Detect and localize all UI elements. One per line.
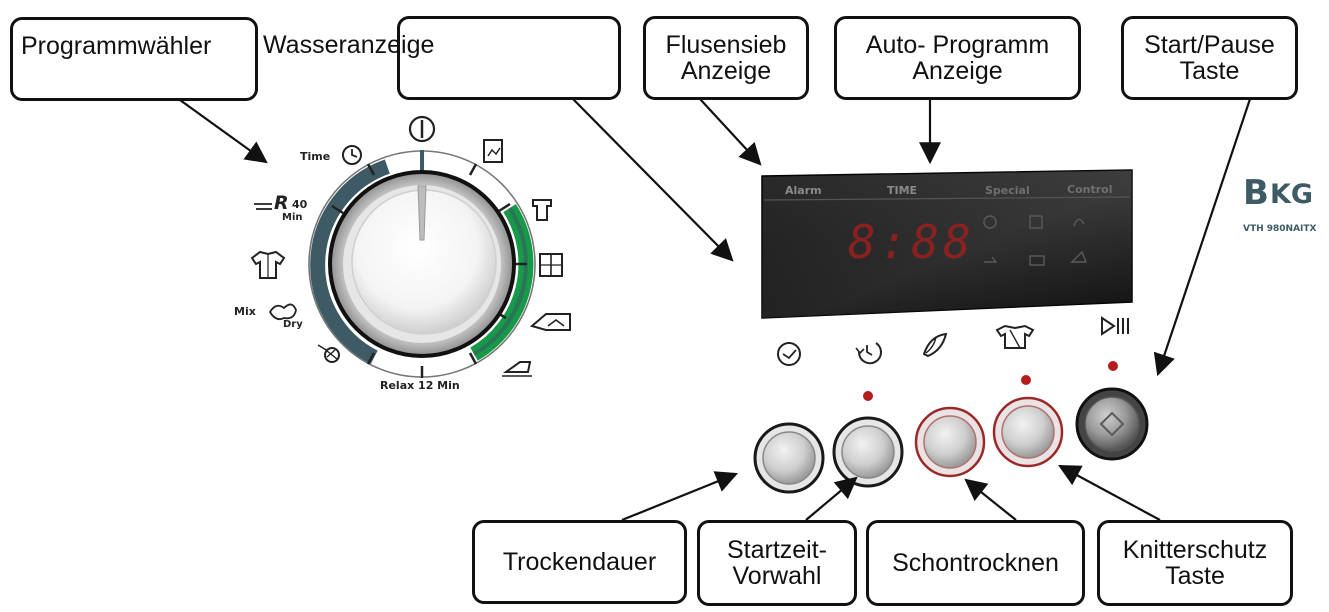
feather-icon <box>922 332 948 358</box>
buttons <box>753 387 1149 494</box>
display-alarm-label: Alarm <box>785 184 822 197</box>
callout-startzeit: Startzeit- Vorwahl <box>697 520 857 606</box>
arrow-programmwaehler <box>179 99 268 164</box>
callout-trockendauer: Trockendauer <box>472 520 687 604</box>
shirt-program-icon-left <box>250 250 286 279</box>
start-pause-button[interactable] <box>1075 387 1149 461</box>
knitterschutz-button[interactable] <box>992 396 1064 468</box>
callout-startzeit-line2: Vorwahl <box>732 562 822 590</box>
display-control-label: Control <box>1067 183 1112 196</box>
startzeit-button[interactable] <box>832 416 904 488</box>
sock-drawer-icon <box>483 139 503 163</box>
shirt-small-icon <box>1070 250 1088 263</box>
sun-icon <box>983 215 997 229</box>
brand-model: VTH 980NAITX <box>1243 224 1317 234</box>
dial-dark-arc <box>310 159 390 364</box>
callout-flusensieb: Flusensieb Anzeige <box>643 16 809 100</box>
callout-start-pause-line1: Start/Pause <box>1144 30 1275 59</box>
display-digits: 8:88 <box>848 215 975 269</box>
callout-schontrocknen: Schontrocknen <box>866 520 1085 606</box>
control-display: Alarm TIME Special Control 8:88 <box>761 169 1133 319</box>
knitterschutz-led <box>1021 375 1031 385</box>
dial-pointer <box>417 185 427 241</box>
hanger-icon <box>529 313 571 331</box>
dial-mix-label: Mix <box>234 305 256 318</box>
hand-icon <box>1073 218 1085 227</box>
flat-dry-icon <box>984 256 998 263</box>
mix-dry-icon <box>268 303 297 321</box>
arrow-startzeit <box>805 476 858 521</box>
start-pause-led <box>1108 361 1118 371</box>
callout-knitterschutz-line2: Taste <box>1165 562 1225 590</box>
arrow-knitterschutz <box>1058 464 1161 521</box>
iron-icon <box>502 361 532 377</box>
callout-programmwaehler-text: Programmwähler <box>21 32 212 60</box>
callout-flusensieb-line1: Flusensieb <box>665 30 787 59</box>
arrow-schontrocknen <box>964 478 1017 521</box>
callout-wasseranzeige-text: Wasseranzeige <box>263 31 435 59</box>
display-shine <box>762 170 1132 318</box>
display-status-icons <box>983 215 1088 266</box>
timer-delay-icon <box>855 342 882 365</box>
drawer-icon <box>1029 215 1043 229</box>
callout-start-pause-line2: Taste <box>1179 57 1240 85</box>
quick-r-icon <box>254 203 272 210</box>
play-pause-icon <box>1101 316 1129 336</box>
diamond-icon <box>1099 411 1125 437</box>
callout-startzeit-line1: Startzeit- <box>726 535 828 564</box>
cupboard-icon <box>539 253 563 277</box>
shirt-iron-icon <box>995 324 1035 349</box>
arrow-flusensieb <box>699 98 762 166</box>
dial-green-inner <box>472 207 528 356</box>
display-header-line <box>763 196 1131 201</box>
shirt-program-icon-right <box>532 199 552 221</box>
callout-auto-programm: Auto- Programm Anzeige <box>834 16 1081 100</box>
callout-start-pause: Start/Pause Taste <box>1121 16 1298 100</box>
brand-logo-mark: B <box>1243 173 1269 213</box>
program-dial: Time R 40 Min Mix Dry Relax 12 Min <box>234 115 571 392</box>
callout-schontrocknen-text: Schontrocknen <box>892 548 1059 577</box>
callout-programmwaehler: Programmwähler <box>10 17 258 101</box>
dial-r-unit: Min <box>282 212 303 223</box>
trockendauer-button[interactable] <box>753 422 825 494</box>
brand: B KG VTH 980NAITX <box>1243 173 1317 234</box>
dial-relax-label: Relax 12 Min <box>380 379 460 392</box>
filter-icon <box>1029 255 1045 266</box>
clock-program-icon <box>342 145 362 165</box>
arrow-trockendauer <box>621 471 739 522</box>
display-special-label: Special <box>985 184 1030 197</box>
power-icon <box>408 115 436 143</box>
button-icons <box>777 316 1129 366</box>
callout-arrows <box>179 98 1252 522</box>
callout-auto-programm-line2: Anzeige <box>912 57 1003 85</box>
brand-logo-text: KG <box>1270 179 1313 210</box>
dial-time-label: Time <box>300 150 330 163</box>
schontrocknen-button[interactable] <box>914 406 986 478</box>
wool-icon <box>317 344 340 363</box>
arrow-wasseranzeige <box>572 98 734 262</box>
callout-flusensieb-line2: Anzeige <box>680 57 772 85</box>
dial-dry-label: Dry <box>283 319 303 330</box>
arrow-start-pause <box>1153 98 1252 377</box>
clock-icon <box>777 342 801 366</box>
dial-r-label: R <box>274 192 289 214</box>
startzeit-led <box>863 391 873 401</box>
callout-trockendauer-text: Trockendauer <box>502 547 657 576</box>
callout-knitterschutz: Knitterschutz Taste <box>1097 520 1293 606</box>
callout-knitterschutz-line1: Knitterschutz <box>1122 535 1268 564</box>
callout-auto-programm-line1: Auto- Programm <box>865 30 1050 59</box>
dial-r-number: 40 <box>292 198 308 211</box>
display-time-label: TIME <box>887 184 917 197</box>
callout-wasseranzeige: Wasseranzeige <box>263 16 621 100</box>
